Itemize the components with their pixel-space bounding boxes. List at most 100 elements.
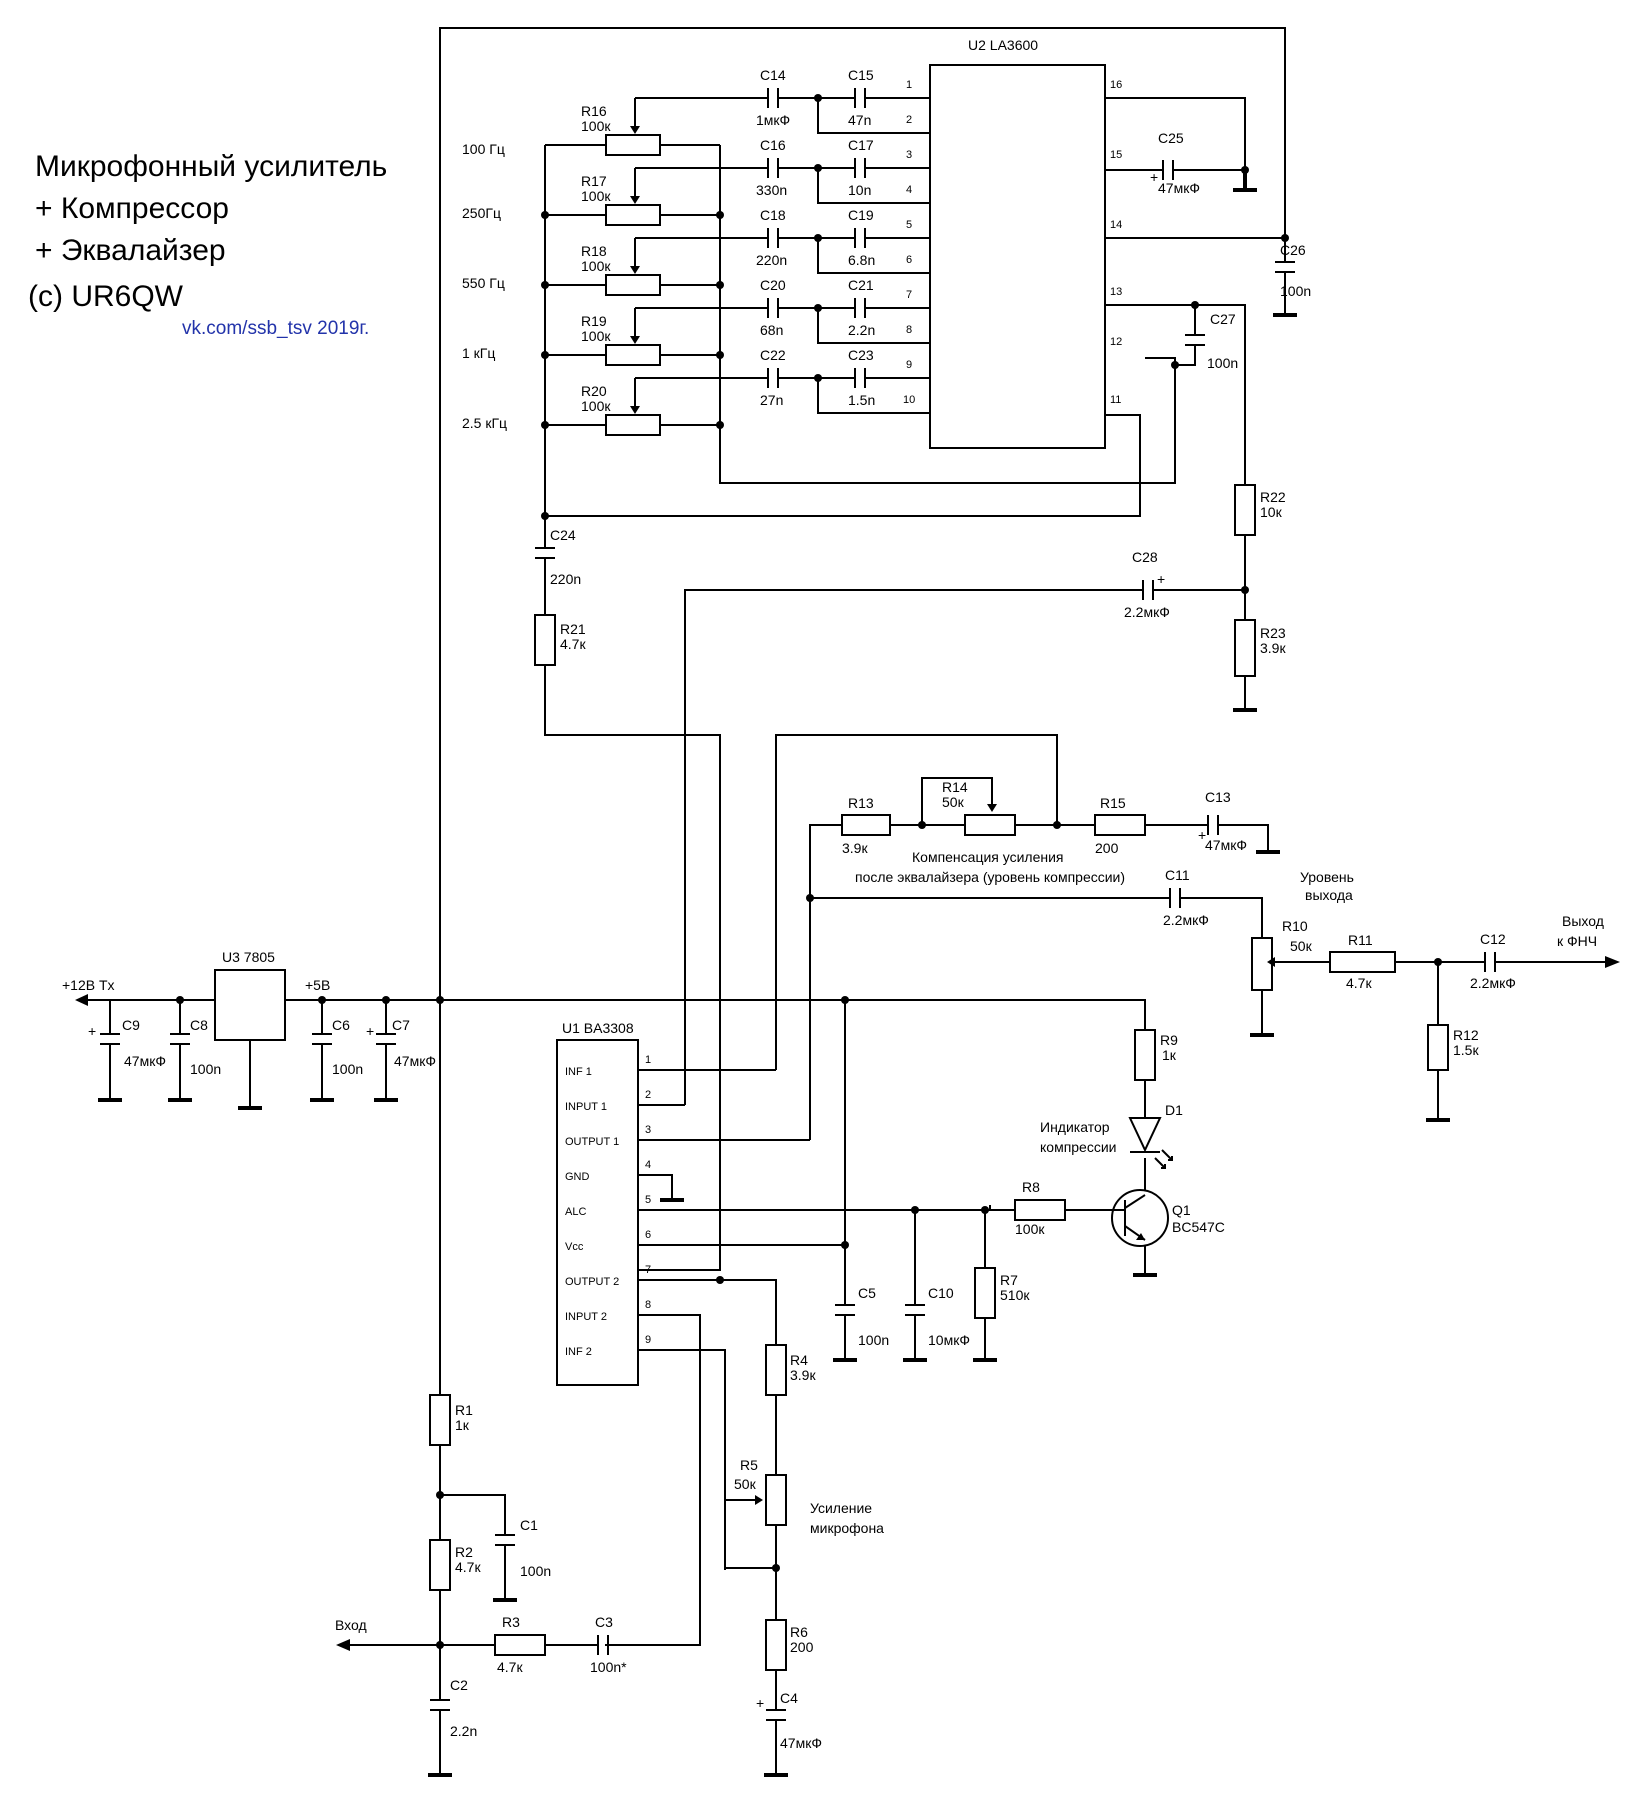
- r23-ref: R23: [1260, 625, 1286, 641]
- u2-pin-4: 4: [906, 184, 912, 196]
- r3-ref: R3: [502, 1614, 520, 1630]
- r10-ref: R10: [1282, 918, 1308, 934]
- c11-value: 2.2мкФ: [1163, 912, 1209, 928]
- power-in-arrow: [75, 994, 88, 1006]
- r19-value: 100к: [581, 328, 611, 344]
- u2-pin-11: 11: [1110, 394, 1121, 406]
- r15-resistor: [1094, 814, 1146, 836]
- ports: +12В Tx +5В Вход Выход к ФНЧ: [62, 913, 1620, 1651]
- c25-ref: C25: [1158, 130, 1184, 146]
- c20-capacitor: [767, 298, 779, 318]
- u2-pin-13: 13: [1110, 286, 1122, 298]
- r16-ref: R16: [581, 103, 607, 119]
- u1-pin-8-label: INPUT 2: [565, 1311, 607, 1323]
- c11-capacitor: [1169, 888, 1181, 908]
- u2-pin-1: 1: [906, 79, 912, 91]
- input-label: Вход: [335, 1617, 367, 1633]
- c5-capacitor: [835, 1304, 855, 1316]
- title-line-1: Микрофонный усилитель: [35, 150, 387, 183]
- r4-resistor: [765, 1344, 787, 1396]
- r10-note-line1: Уровень: [1300, 869, 1354, 885]
- r21-resistor: [534, 614, 556, 666]
- c1-value: 100n: [520, 1563, 551, 1579]
- u3-label: U3 7805: [222, 949, 275, 965]
- c20-value: 68n: [760, 322, 783, 338]
- u1-pin-3-label: OUTPUT 1: [565, 1136, 619, 1148]
- c8-value: 100n: [190, 1061, 221, 1077]
- r3-value: 4.7к: [497, 1659, 523, 1675]
- output-label-line2: к ФНЧ: [1557, 933, 1597, 949]
- c19-ref: C19: [848, 207, 874, 223]
- c15-ref: C15: [848, 67, 874, 83]
- u2-pin-16: 16: [1110, 79, 1122, 91]
- c16-ref: C16: [760, 137, 786, 153]
- c26-value: 100n: [1280, 283, 1311, 299]
- r14-note-line1: Компенсация усиления: [912, 849, 1064, 865]
- u1-pin-4: 4: [645, 1159, 651, 1171]
- c5-ref: C5: [858, 1285, 876, 1301]
- svg-text:+: +: [88, 1023, 96, 1039]
- r8-resistor: [1014, 1199, 1066, 1221]
- c4-value: 47мкФ: [780, 1735, 822, 1751]
- c24-capacitor: [535, 547, 555, 559]
- r14-ref: R14: [942, 779, 968, 795]
- source-link[interactable]: vk.com/ssb_tsv 2019г.: [182, 318, 369, 339]
- c2-capacitor: [430, 1699, 450, 1711]
- c27-ref: C27: [1210, 311, 1236, 327]
- c15-capacitor: [854, 88, 866, 108]
- q1-ref: Q1: [1172, 1202, 1191, 1218]
- u2-pin-10: 10: [903, 394, 915, 406]
- c24-value: 220n: [550, 571, 581, 587]
- annotations: Компенсация усиления после эквалайзера (…: [810, 849, 1354, 1536]
- u1-pin-9: 9: [645, 1334, 651, 1346]
- c12-value: 2.2мкФ: [1470, 975, 1516, 991]
- u1-pin-1: 1: [645, 1054, 651, 1066]
- r2-value: 4.7к: [455, 1559, 481, 1575]
- author-credit: (c) UR6QW: [28, 280, 184, 313]
- r13-ref: R13: [848, 795, 874, 811]
- svg-text:+: +: [1157, 571, 1165, 587]
- c5-value: 100n: [858, 1332, 889, 1348]
- r7-resistor: [974, 1267, 996, 1319]
- c28-ref: C28: [1132, 549, 1158, 565]
- r15-ref: R15: [1100, 795, 1126, 811]
- title-line-3: + Эквалайзер: [35, 234, 226, 267]
- c23-capacitor: [854, 368, 866, 388]
- r2-ref: R2: [455, 1544, 473, 1560]
- r17-ref: R17: [581, 173, 607, 189]
- d1-note-line2: компрессии: [1040, 1139, 1117, 1155]
- c15-value: 47n: [848, 112, 871, 128]
- u1-ba3308-ic: U1 BA3308 INF 1 INPUT 1 OUTPUT 1 GND ALC…: [556, 1020, 651, 1386]
- c22-ref: C22: [760, 347, 786, 363]
- r6-value: 200: [790, 1639, 814, 1655]
- r12-resistor: [1427, 1024, 1449, 1071]
- c18-value: 220n: [756, 252, 787, 268]
- c25-capacitor: +: [1150, 160, 1174, 185]
- capacitors: C14 1мкФ C15 47n C16 330n C17 10n C18 22…: [88, 67, 1516, 1751]
- r10-note-line2: выхода: [1305, 887, 1353, 903]
- c18-capacitor: [767, 228, 779, 248]
- title-block: Микрофонный усилитель + Компрессор + Экв…: [28, 150, 387, 339]
- c16-capacitor: [767, 158, 779, 178]
- r20-ref: R20: [581, 383, 607, 399]
- c7-value: 47мкФ: [394, 1053, 436, 1069]
- eq-band-250hz: 250Гц: [462, 205, 501, 221]
- u3-7805-regulator: U3 7805: [214, 949, 286, 1041]
- r4-ref: R4: [790, 1352, 808, 1368]
- r16-value: 100к: [581, 118, 611, 134]
- c14-capacitor: [767, 88, 779, 108]
- u1-pin-8: 8: [645, 1299, 651, 1311]
- c6-value: 100n: [332, 1061, 363, 1077]
- u2-pin-7: 7: [906, 289, 912, 301]
- r4-value: 3.9к: [790, 1367, 816, 1383]
- c12-ref: C12: [1480, 931, 1506, 947]
- r14-value: 50к: [942, 794, 965, 810]
- c13-value: 47мкФ: [1205, 837, 1247, 853]
- r18-potentiometer: [605, 266, 661, 296]
- c9-ref: C9: [122, 1017, 140, 1033]
- r23-value: 3.9к: [1260, 640, 1286, 656]
- c17-ref: C17: [848, 137, 874, 153]
- u1-pin-1-label: INF 1: [565, 1066, 592, 1078]
- output-arrow: [1605, 956, 1620, 968]
- c28-value: 2.2мкФ: [1124, 604, 1170, 620]
